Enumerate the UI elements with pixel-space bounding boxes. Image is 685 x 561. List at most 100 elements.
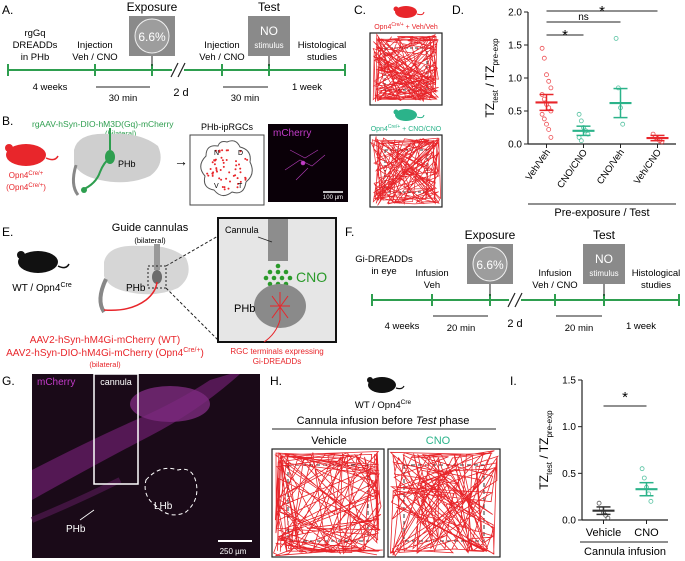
b-quad-t: T <box>238 183 243 190</box>
mouse-icon-black <box>17 251 70 273</box>
g-phb-pointer <box>79 509 95 521</box>
e-phb: PHb <box>126 283 146 294</box>
g-cannula: cannula <box>100 377 132 387</box>
a-injection1-2: Veh / CNO <box>72 52 117 63</box>
a-t-2d: 2 d <box>173 87 188 99</box>
f-intro-2: in eye <box>371 266 396 277</box>
h-track-vehicle <box>273 451 383 557</box>
data-point <box>613 36 619 41</box>
cno-particle <box>271 275 277 281</box>
f-test-no: NO <box>595 252 613 266</box>
b-box-title: PHb-ipRGCs <box>201 122 254 132</box>
retina-cell-dot <box>229 180 231 183</box>
h-mouse: WT / Opn4Cre <box>355 399 412 411</box>
a-test-label: Test <box>258 0 281 14</box>
b-retina-flatmount <box>200 140 253 196</box>
x-tick-label: Veh/Veh <box>524 147 553 182</box>
h-title: Cannula infusion before Test phase <box>297 415 470 427</box>
data-point <box>544 121 549 127</box>
b-phb: PHb <box>118 159 136 169</box>
e-zoom-line-2 <box>165 287 219 341</box>
data-point <box>539 45 545 51</box>
f-t-20min-2: 20 min <box>565 323 594 334</box>
retina-cell-dot <box>223 188 226 191</box>
e-cannula-pointer <box>257 236 273 243</box>
g-mcherry: mCherry <box>37 377 75 388</box>
b-virus: rgAAV-hSyn-DIO-hM3D(Gq)-mCherry <box>32 119 174 129</box>
data-point <box>541 55 547 61</box>
retina-cell-dot <box>235 160 237 163</box>
e-bilateral: (bilateral) <box>134 236 166 245</box>
f-infusion2-2: Veh / CNO <box>532 280 577 291</box>
b-quad-d: D <box>238 150 243 157</box>
b-mouse-line: Opn4Cre/+ <box>9 171 44 180</box>
e-bilateral2: (bilateral) <box>89 360 121 369</box>
a-histology-1: Histological <box>298 40 347 51</box>
b-bilateral: (bilateral) <box>105 129 137 138</box>
e-virus1: AAV2-hSyn-hM4Gi-mCherry (WT) <box>30 335 180 346</box>
a-test-no: NO <box>260 24 278 38</box>
e-cno: CNO <box>296 269 327 285</box>
retina-cell-dot <box>213 159 216 162</box>
y-tick-label: 1.0 <box>508 74 522 85</box>
significance-label: * <box>622 389 628 406</box>
retina-cell-dot <box>212 171 215 174</box>
data-point <box>546 78 552 84</box>
g-cannula-box <box>93 373 139 485</box>
data-point <box>544 72 549 78</box>
f-exposure-value: 6.6% <box>476 258 504 272</box>
y-tick-label: 0.0 <box>508 140 522 151</box>
a-t-30min-2: 30 min <box>231 93 260 104</box>
retina-cell-dot <box>216 170 218 173</box>
e-zoom-line-1 <box>165 235 219 267</box>
data-point <box>641 475 647 481</box>
retina-cell-dot <box>239 167 242 170</box>
y-tick-label: 0.0 <box>562 516 576 527</box>
retina-cell-dot <box>215 169 218 171</box>
b-retina-cells <box>206 149 249 191</box>
panel-i-label: I. <box>510 374 517 388</box>
panel-g-label: G. <box>2 374 15 388</box>
c-track-top <box>372 33 440 103</box>
y-axis-label: TZtest / TZpre-exp <box>537 410 554 490</box>
retina-cell-dot <box>213 163 216 166</box>
cno-particle <box>267 281 273 287</box>
y-axis-label: TZtest / TZpre-exp <box>483 38 500 118</box>
e-guide: Guide cannulas <box>112 222 189 234</box>
panel-a-label: A. <box>2 3 13 17</box>
f-t-2d: 2 d <box>507 318 522 330</box>
cno-particle <box>279 275 285 281</box>
retina-cell-dot <box>222 161 225 164</box>
y-tick-label: 2.0 <box>508 8 522 19</box>
c-track-bottom <box>370 136 441 206</box>
a-exposure-circle <box>134 18 170 54</box>
a-histology-2: studies <box>307 52 337 63</box>
e-phb2: PHb <box>234 303 255 315</box>
retina-cell-dot <box>206 172 209 175</box>
b-micrograph-neurites <box>284 149 326 181</box>
retina-cell-dot <box>235 164 238 167</box>
a-t-4weeks: 4 weeks <box>33 82 68 93</box>
mouse-icon-red-top <box>393 6 425 18</box>
c-label-top: Opn4Cre/+ + Veh/Veh <box>374 22 438 31</box>
retina-cell-dot <box>220 156 223 159</box>
retina-cell-dot <box>223 186 226 189</box>
g-lhb: LHb <box>154 501 173 512</box>
x-axis-label: Pre-exposure / Test <box>554 207 649 219</box>
x-axis-label: Cannula infusion <box>584 546 666 558</box>
f-test-stimulus: stimulus <box>589 269 618 278</box>
h-cno: CNO <box>426 435 451 447</box>
a-t-30min-1: 30 min <box>109 93 138 104</box>
f-t-4weeks: 4 weeks <box>385 321 420 332</box>
retina-cell-dot <box>239 180 242 183</box>
e-rgc-terminals <box>263 292 290 343</box>
f-t-1week: 1 week <box>626 321 656 332</box>
e-optic-pathway <box>103 281 158 312</box>
retina-cell-dot <box>239 171 242 174</box>
a-t-1week: 1 week <box>292 82 322 93</box>
e-cannula: Cannula <box>225 225 259 235</box>
retina-cell-dot <box>232 174 235 177</box>
retina-cell-dot <box>225 149 228 152</box>
